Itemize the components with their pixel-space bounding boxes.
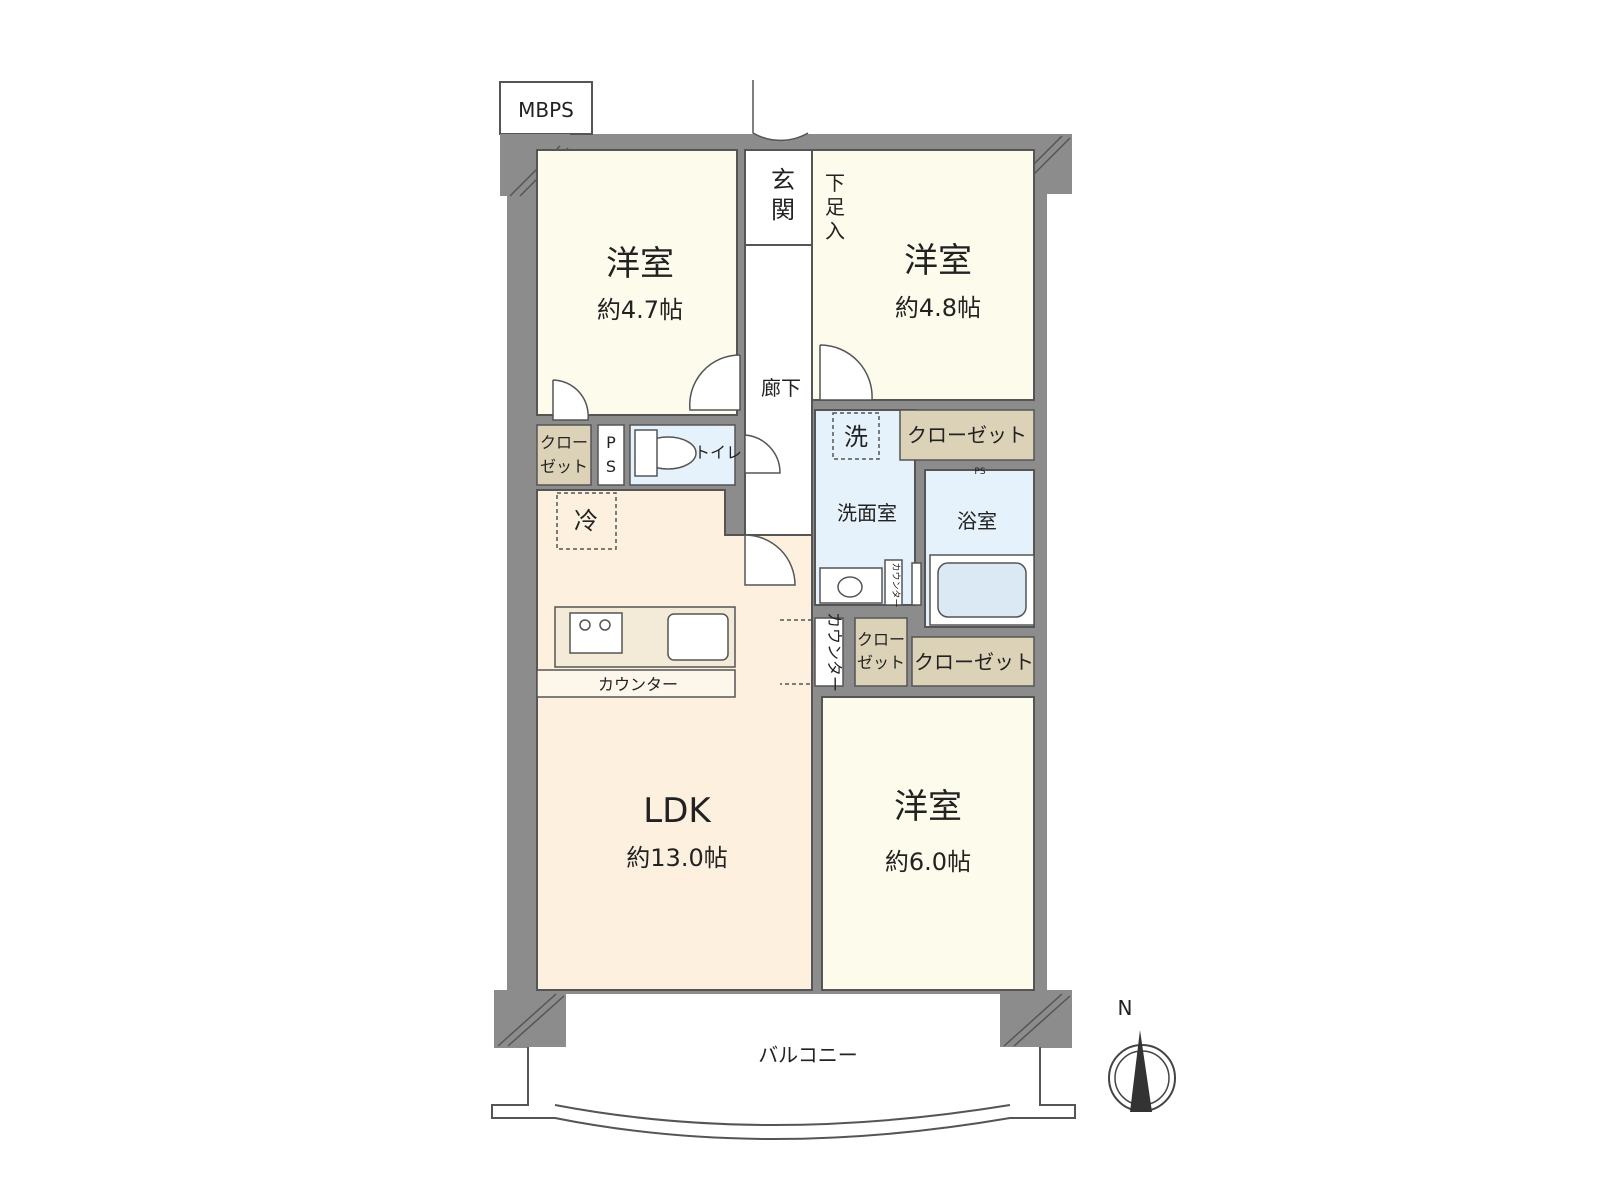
kitchen-counter-label: カウンター (598, 675, 678, 694)
room-closet-left (536, 424, 592, 486)
room-bedroom-se (821, 696, 1035, 991)
closet-left-label-2: ゼット (540, 457, 588, 476)
bedroom-ne-area: 約4.8帖 (895, 294, 981, 322)
room-ps-left (597, 424, 625, 486)
ldk-name: LDK (643, 791, 712, 831)
bedroom-ne-name: 洋室 (904, 241, 972, 281)
fixtures (536, 80, 1035, 698)
ps-small-label: PS (974, 467, 985, 477)
kitchen-sink (667, 613, 729, 661)
room-counter-mid (814, 617, 844, 687)
washer-label: 洗 (844, 423, 868, 451)
shoe-storage-label-1: 下 (825, 171, 845, 195)
stove (569, 612, 623, 654)
shoe-storage-label-2: 足 (825, 195, 845, 219)
room-closet-ne (899, 409, 1035, 461)
compass-north (1108, 1030, 1176, 1112)
closet-mid-right-label: クローゼット (914, 650, 1034, 674)
room-corridor (744, 244, 813, 586)
shoe-storage-label-3: 入 (825, 219, 845, 243)
balcony-label: バルコニー (758, 1043, 858, 1067)
labels: MBPS 玄 関 下 足 入 洋室 約4.7帖 洋室 約4.8帖 廊下 クロー … (518, 98, 1132, 1067)
bath-label: 浴室 (957, 509, 997, 533)
room-closet-mid (854, 617, 908, 687)
bedroom-se-area: 約6.0帖 (885, 848, 971, 876)
room-closet-mid-right (911, 636, 1035, 687)
closet-mid-label-1: クロー (857, 630, 905, 649)
bedroom-se-name: 洋室 (894, 787, 962, 827)
closet-ne-label: クローゼット (907, 423, 1027, 447)
toilet-label: トイレ (694, 443, 742, 462)
closet-left-label-1: クロー (540, 433, 588, 452)
bedroom-nw-name: 洋室 (606, 244, 674, 284)
fridge-space (556, 492, 617, 550)
counter-bar (536, 669, 736, 698)
balcony (491, 1047, 1076, 1140)
counter-mid-label: カウンター (825, 612, 844, 692)
washer-space (832, 412, 880, 460)
ps-left-label-1: P (606, 433, 616, 452)
entrance-label-line1: 玄 (771, 166, 795, 194)
washbasin (819, 567, 883, 604)
closet-mid-label-2: ゼット (857, 653, 905, 672)
mbps-label: MBPS (518, 98, 574, 122)
counter-small-label: カウンター (890, 562, 901, 607)
bedroom-nw-area: 約4.7帖 (597, 296, 683, 324)
ps-left-label-2: S (606, 457, 616, 476)
entrance-label-line2: 関 (771, 196, 795, 224)
fridge-label: 冷 (574, 507, 598, 535)
washroom-label: 洗面室 (837, 501, 897, 525)
ldk-area: 約13.0帖 (626, 844, 727, 872)
corridor-label: 廊下 (761, 376, 801, 400)
compass-n-label: N (1118, 996, 1133, 1020)
